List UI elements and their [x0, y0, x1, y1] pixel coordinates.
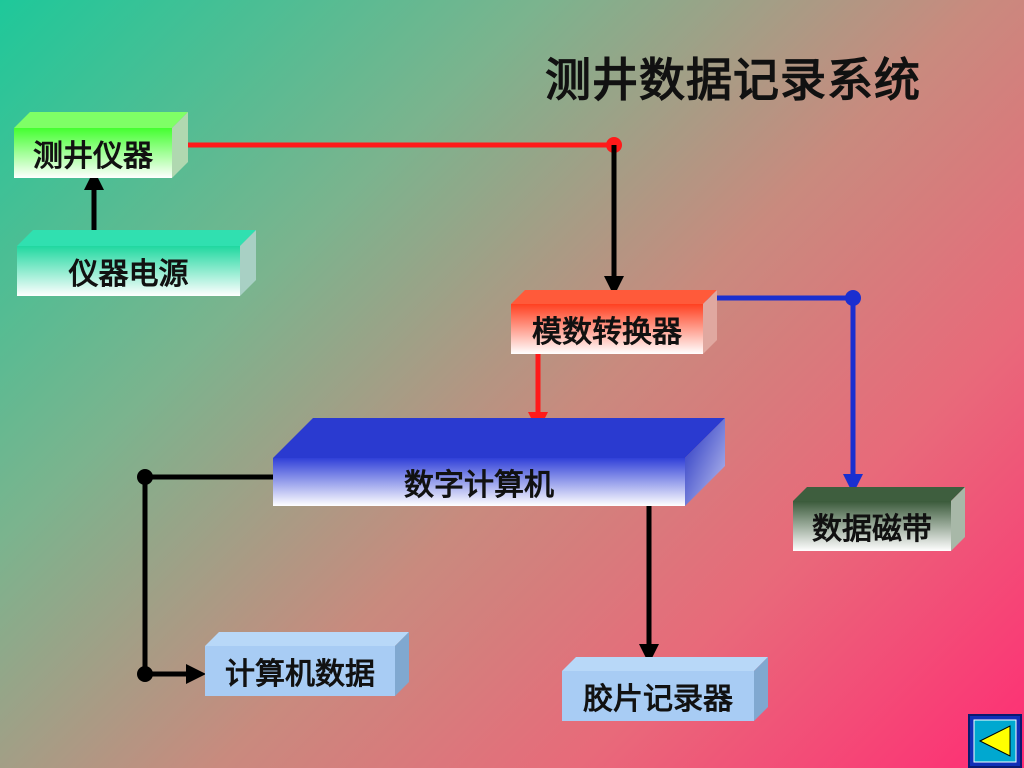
- node-power-supply-label: 仪器电源: [68, 257, 189, 292]
- node-adc-label: 模数转换器: [532, 315, 682, 350]
- node-data-tape: 数据磁带: [793, 487, 965, 551]
- tool-to-adc-arrowhead: [604, 276, 624, 296]
- node-computer: 数字计算机: [273, 418, 725, 506]
- node-logging-tool: 测井仪器: [14, 112, 188, 178]
- node-logging-tool-label: 测井仪器: [33, 139, 153, 174]
- computer-to-data-arrowhead: [186, 664, 206, 684]
- node-computer-label: 数字计算机: [404, 468, 554, 503]
- computer-to-film-arrowhead: [639, 644, 659, 664]
- back-button[interactable]: [968, 714, 1022, 768]
- node-computer-data: 计算机数据: [205, 632, 409, 696]
- node-data-tape-label: 数据磁带: [812, 512, 932, 547]
- power-to-tool-arrowhead: [84, 170, 104, 190]
- node-power-supply: 仪器电源: [17, 230, 256, 296]
- back-arrow-icon: [973, 719, 1017, 763]
- node-film-recorder-label: 胶片记录器: [583, 682, 733, 717]
- node-computer-data-label: 计算机数据: [225, 657, 375, 692]
- slide-title: 测井数据记录系统: [545, 53, 921, 107]
- node-adc: 模数转换器: [511, 290, 717, 354]
- adc-to-tape-arrowhead: [843, 474, 863, 494]
- node-film-recorder: 胶片记录器: [562, 657, 768, 721]
